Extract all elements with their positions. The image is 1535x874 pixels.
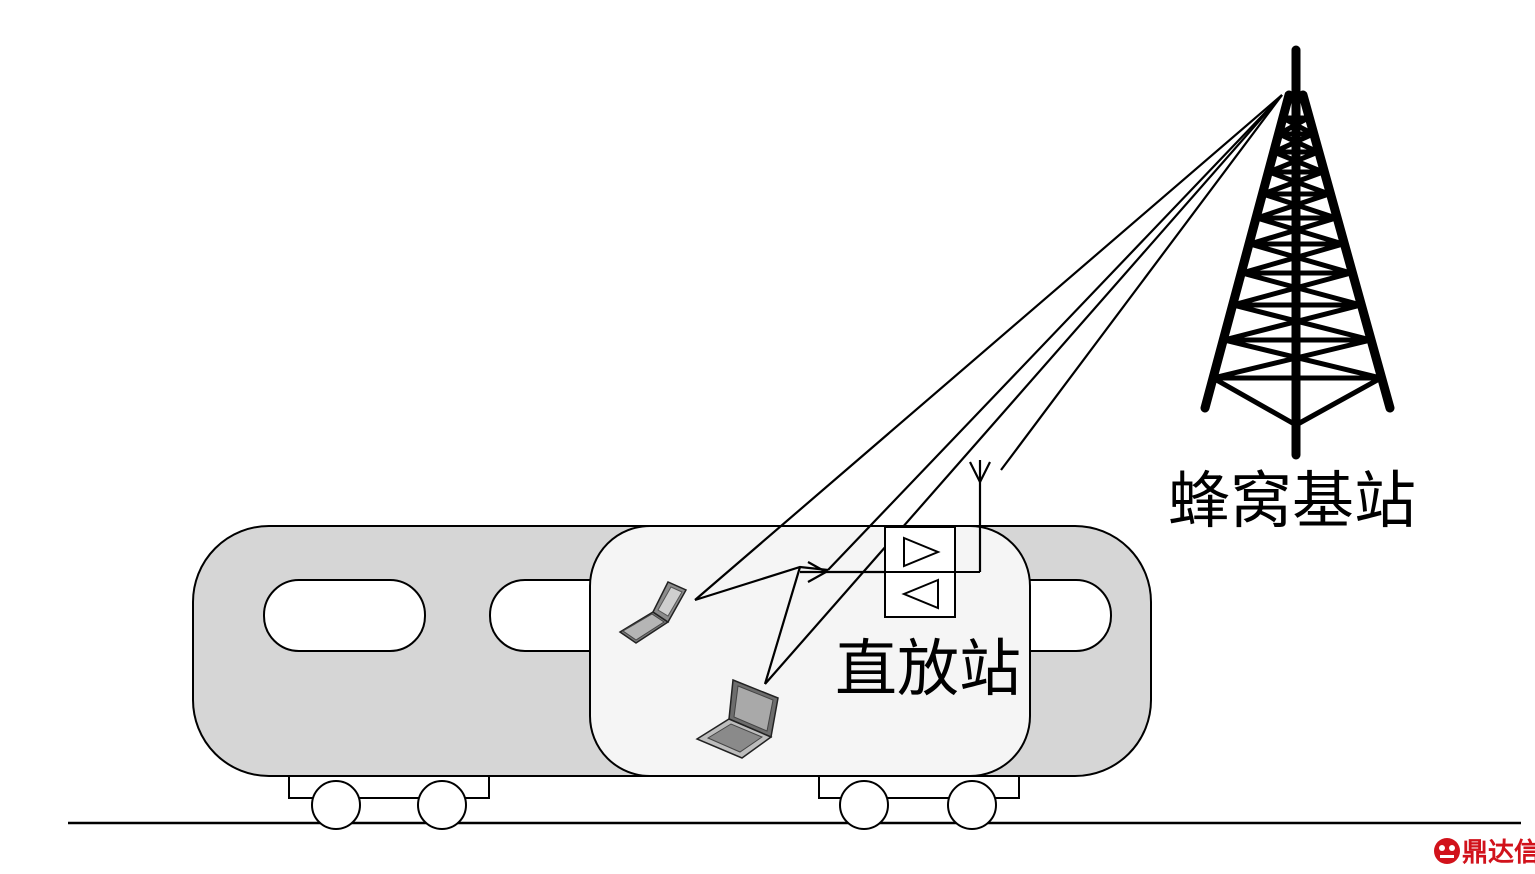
laptop-icon (695, 678, 779, 759)
logo-icon (1434, 838, 1460, 864)
signal-paths (694, 94, 1283, 685)
cell-tower-icon (1200, 45, 1395, 460)
antenna-icon (969, 460, 991, 572)
watermark-logo: 鼎达信 (1434, 838, 1535, 868)
bogie-rear (818, 769, 1020, 830)
train-window (263, 579, 426, 652)
amplifier-icon (901, 536, 941, 610)
repeater-unit (884, 526, 980, 618)
arrow-icon (800, 561, 885, 583)
mobile-phone-icon (618, 581, 688, 644)
watermark-text: 鼎达信 (1462, 838, 1535, 868)
tower-label: 蜂窝基站 (1168, 464, 1416, 537)
bogie-front (288, 769, 490, 830)
repeater-label: 直放站 (835, 632, 1021, 705)
